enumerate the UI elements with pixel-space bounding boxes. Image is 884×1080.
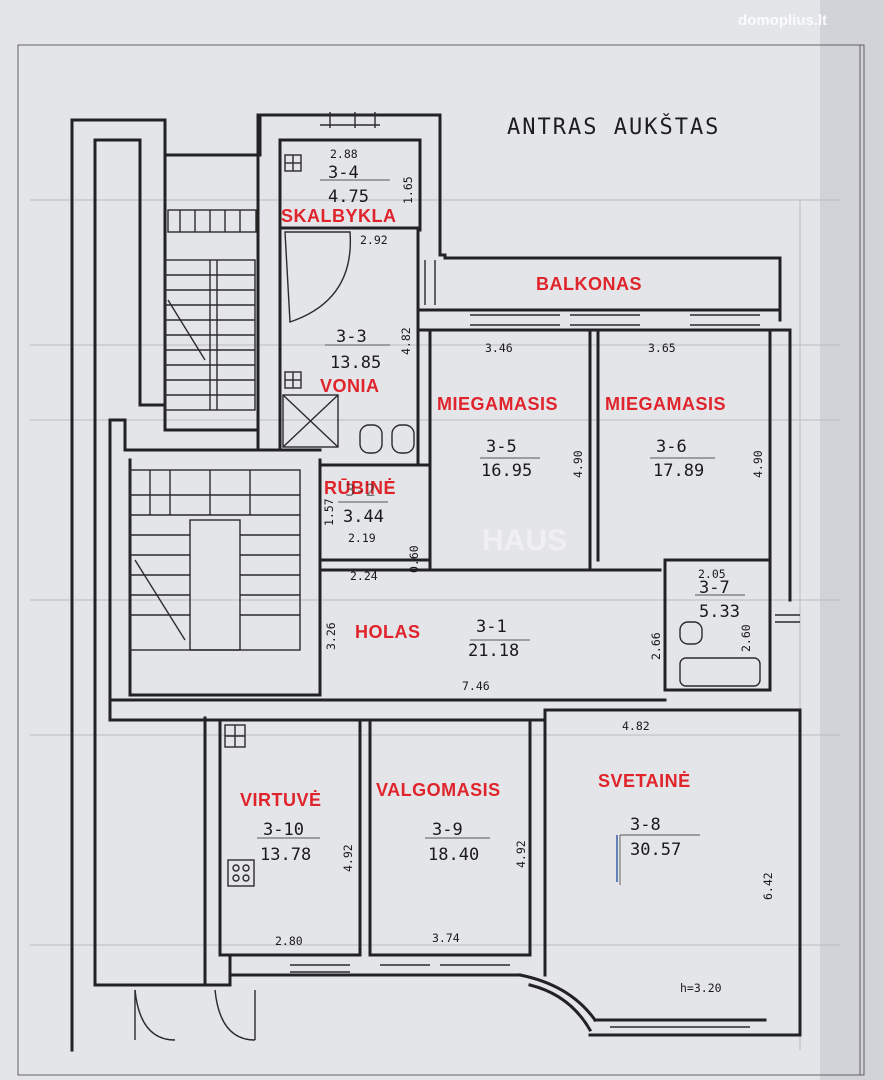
dim-4-82-a: 4.82: [399, 327, 413, 355]
room-id-3-3: 3-3: [336, 327, 367, 347]
room-name-svetaine: SVETAINĖ: [598, 771, 691, 791]
dim-2-60: 2.60: [739, 624, 753, 652]
stove: [227, 859, 255, 887]
agency-watermark: HAUS: [482, 524, 567, 557]
room-name-miegamasis-1: MIEGAMASIS: [437, 394, 558, 414]
room-area-3-10: 13.78: [260, 845, 311, 865]
room-area-3-8: 30.57: [630, 840, 681, 860]
dim-2-24: 2.24: [350, 569, 378, 583]
room-name-miegamasis-2: MIEGAMASIS: [605, 394, 726, 414]
dim-2-05: 2.05: [698, 567, 726, 581]
room-area-3-5: 16.95: [481, 461, 532, 481]
bathtub: [284, 231, 352, 323]
dim-1-65: 1.65: [401, 176, 415, 204]
dim-2-66: 2.66: [649, 632, 663, 660]
room-name-virtuve: VIRTUVĖ: [240, 790, 322, 810]
room-dividers: [257, 179, 745, 885]
balcony-label: BALKONAS: [536, 274, 642, 294]
dim-2-80: 2.80: [275, 934, 303, 948]
room-name-valgomasis: VALGOMASIS: [376, 780, 501, 800]
room-name-vonia: VONIA: [320, 376, 380, 396]
room-area-3-9: 18.40: [428, 845, 479, 865]
ceiling-height: h=3.20: [680, 981, 722, 995]
dim-4-82-b: 4.82: [622, 719, 650, 733]
dim-1-57: 1.57: [322, 498, 336, 526]
dim-4-90-b: 4.90: [751, 450, 765, 478]
window-marks: [290, 112, 800, 1028]
site-watermark: domoplius.lt: [738, 12, 827, 29]
dim-4-90-a: 4.90: [571, 450, 585, 478]
shower-tray: [282, 394, 339, 448]
dim-3-46: 3.46: [485, 341, 513, 355]
dim-2-19: 2.19: [348, 531, 376, 545]
room-area-3-3: 13.85: [330, 353, 381, 373]
room-id-3-4: 3-4: [328, 163, 359, 183]
room-id-3-7: 3-7: [699, 578, 730, 598]
room-area-3-6: 17.89: [653, 461, 704, 481]
room-id-3-9: 3-9: [432, 820, 463, 840]
dim-4-92-a: 4.92: [341, 844, 355, 872]
dim-4-92-b: 4.92: [514, 840, 528, 868]
room-area-3-1: 21.18: [468, 641, 519, 661]
room-name-holas: HOLAS: [355, 622, 421, 642]
room-name-skalbykla: SKALBYKLA: [281, 206, 397, 226]
vent-boxes: [224, 154, 302, 748]
staircase-lower: [129, 469, 301, 651]
room-id-3-8: 3-8: [630, 815, 661, 835]
dim-0-60: 0.60: [407, 545, 421, 573]
staircase-upper: [164, 209, 257, 411]
dim-2-88: 2.88: [330, 147, 358, 161]
floor-title: ANTRAS AUKŠTAS: [507, 114, 720, 140]
room-area-3-7: 5.33: [699, 602, 740, 622]
dim-2-92: 2.92: [360, 233, 388, 247]
dim-6-42: 6.42: [761, 872, 775, 900]
entry-door-arcs: [134, 989, 256, 1041]
room-id-3-1: 3-1: [476, 617, 507, 637]
room-area-3-4: 4.75: [328, 187, 369, 207]
room-name-rubine: RŪBINĖ: [324, 478, 396, 498]
dim-7-46: 7.46: [462, 679, 490, 693]
room-id-3-2: 3-2: [345, 481, 376, 501]
toilets: [359, 424, 415, 454]
room-id-3-10: 3-10: [263, 820, 304, 840]
room-id-3-5: 3-5: [486, 437, 517, 457]
wc-fixtures: [679, 621, 761, 687]
dim-3-74: 3.74: [432, 931, 460, 945]
paper-shadow: [820, 0, 884, 1080]
dim-3-65: 3.65: [648, 341, 676, 355]
room-area-3-2: 3.44: [343, 507, 384, 527]
room-id-3-6: 3-6: [656, 437, 687, 457]
dim-3-26: 3.26: [324, 622, 338, 650]
paper-border: [17, 44, 865, 1076]
